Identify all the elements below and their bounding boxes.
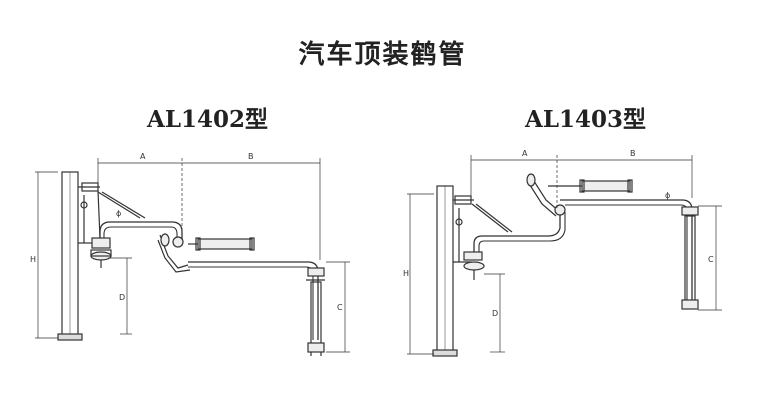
al1403-dim-b: B xyxy=(630,149,636,158)
al1402-balance-cylinder xyxy=(197,238,253,250)
al1402-dimensions xyxy=(35,158,350,353)
al1402-dim-c: C xyxy=(337,303,343,312)
al1402-dim-phi: ϕ xyxy=(116,209,121,218)
al1402-outer-arm xyxy=(188,261,319,340)
model-label-al1402: AL1402型 xyxy=(147,106,269,133)
al1402-drawing xyxy=(57,171,325,356)
al1402-post-base xyxy=(57,333,83,341)
model-label-al1403: AL1403型 xyxy=(525,106,647,133)
al1403-dimensions xyxy=(407,155,722,355)
al1403-swivel-joint xyxy=(463,261,485,271)
al1402-dim-d: D xyxy=(119,293,125,302)
al1402-dim-b: B xyxy=(248,152,254,161)
al1403-dim-phi: ϕ xyxy=(665,191,670,200)
page-title: 汽车顶装鹤管 xyxy=(298,40,467,70)
al1402-dim-a: A xyxy=(140,152,146,161)
al1403-dim-c: C xyxy=(708,255,714,264)
al1402-inner-arm xyxy=(99,221,183,245)
al1403-dim-h: H xyxy=(403,269,409,278)
al1403-outer-arm xyxy=(560,199,693,300)
al1403-drawing xyxy=(432,173,699,357)
al1403-dim-d: D xyxy=(492,309,498,318)
al1402-dim-h: H xyxy=(30,255,36,264)
al1403-balance-cylinder xyxy=(581,180,631,192)
al1403-dim-a: A xyxy=(522,149,528,158)
al1403-inner-arm xyxy=(473,212,561,252)
al1403-post-base xyxy=(432,349,458,357)
